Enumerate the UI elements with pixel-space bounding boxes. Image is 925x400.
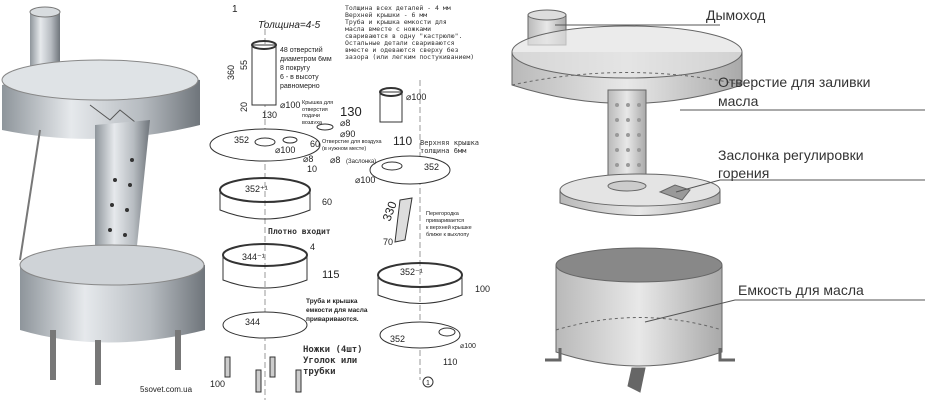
pipe-holes-note: 48 отверстий диаметром 6мм 8 покругу 6 - в… [280, 46, 332, 90]
svg-text:130: 130 [340, 104, 362, 119]
svg-text:толщина 6мм: толщина 6мм [420, 147, 467, 155]
lower-lid [559, 173, 721, 216]
svg-text:70: 70 [383, 237, 393, 247]
svg-text:20: 20 [239, 102, 249, 112]
svg-text:6 - в высоту: 6 - в высоту [280, 74, 319, 81]
svg-text:Труба и крышка емкости для: Труба и крышка емкости для [345, 18, 447, 26]
label-damper-2: горения [718, 165, 769, 181]
svg-text:⌀100: ⌀100 [355, 175, 375, 185]
diagram-labels: Дымоход Отверстие для заливки масла Засл… [706, 7, 870, 298]
svg-text:емкости для масла: емкости для масла [306, 307, 368, 314]
svg-text:8 покругу: 8 покругу [280, 65, 310, 72]
svg-text:115: 115 [322, 269, 340, 281]
sheet-number: 1 [232, 4, 238, 15]
svg-text:⌀90: ⌀90 [340, 129, 355, 139]
svg-text:60: 60 [310, 139, 320, 149]
photo-watermark: 5sovet.com.ua [140, 385, 193, 394]
label-chimney: Дымоход [706, 7, 765, 23]
perforated-pipe [607, 89, 647, 186]
tight-fit-note: Плотно входит [268, 227, 331, 236]
svg-text:Остальные детали свариваются: Остальные детали свариваются [345, 39, 455, 47]
svg-text:равномерно: равномерно [280, 83, 320, 90]
label-filler-hole: Отверстие для заливки [718, 74, 870, 90]
label-oil-tank: Емкость для масла [738, 282, 864, 298]
svg-text:диаметром 6мм: диаметром 6мм [280, 56, 332, 63]
svg-text:⌀100: ⌀100 [280, 100, 300, 110]
svg-text:приваривается: приваривается [426, 218, 464, 224]
svg-text:трубки: трубки [303, 366, 336, 377]
svg-text:55: 55 [239, 60, 249, 70]
stove-photo: 5sovet.com.ua [0, 0, 210, 400]
svg-text:масла вместе с ножками: масла вместе с ножками [345, 25, 431, 33]
thickness-label: Толщина=4-5 [258, 20, 321, 31]
oil-tank [545, 247, 735, 393]
svg-text:100: 100 [475, 284, 490, 294]
svg-text:вместе и одеваются сверху без: вместе и одеваются сверху без [345, 46, 459, 54]
leader-lines [555, 24, 925, 323]
svg-text:352: 352 [234, 135, 249, 145]
svg-text:Толщина всех деталей - 4 мм: Толщина всех деталей - 4 мм [345, 4, 451, 12]
technical-drawing [209, 20, 463, 400]
svg-text:свариваются в одну "кастрюлю".: свариваются в одну "кастрюлю". [345, 32, 462, 40]
svg-text:344: 344 [245, 317, 260, 327]
legs-note: Ножки (4шт)Уголок или трубки [303, 345, 363, 377]
svg-text:Труба и крышка: Труба и крышка [306, 297, 358, 305]
svg-text:зазора (или легким постукивани: зазора (или легким постукиванием) [345, 53, 474, 61]
svg-text:⌀8: ⌀8 [330, 155, 340, 165]
drawing-annotations: 1 Толщина=4-5 Толщина всех деталей - 4 м… [210, 4, 490, 389]
svg-text:110: 110 [393, 134, 412, 148]
svg-text:352⁺¹: 352⁺¹ [245, 184, 268, 194]
svg-text:ближе к выхлопу: ближе к выхлопу [426, 232, 469, 238]
svg-text:352: 352 [424, 162, 439, 172]
svg-text:⌀8: ⌀8 [303, 154, 313, 164]
svg-text:10: 10 [307, 164, 317, 174]
svg-text:48 отверстий: 48 отверстий [280, 46, 323, 54]
svg-text:352⁻¹: 352⁻¹ [400, 267, 423, 277]
weld-note: Труба и крышка емкости для масла приварив… [306, 297, 368, 323]
label-filler-hole-2: масла [718, 93, 759, 109]
svg-text:⌀100: ⌀100 [275, 145, 295, 155]
svg-text:352: 352 [390, 334, 405, 344]
svg-text:⌀100: ⌀100 [460, 343, 476, 350]
svg-text:110: 110 [443, 357, 457, 367]
svg-text:4: 4 [310, 242, 315, 252]
svg-text:330: 330 [380, 199, 400, 223]
upper-chamber [511, 25, 743, 104]
label-damper: Заслонка регулировки [718, 147, 864, 163]
svg-text:⌀100: ⌀100 [406, 92, 426, 102]
svg-text:Ножки (4шт): Ножки (4шт) [303, 345, 363, 355]
svg-text:Уголок или: Уголок или [303, 356, 357, 366]
schematic-diagram [511, 9, 925, 393]
svg-text:Верхняя крышка: Верхняя крышка [420, 139, 479, 147]
photo-air-holes [108, 158, 134, 257]
svg-text:привариваются.: привариваются. [306, 316, 359, 323]
svg-text:60: 60 [322, 197, 332, 207]
svg-text:344⁻¹: 344⁻¹ [242, 252, 265, 262]
svg-text:⌀8: ⌀8 [340, 118, 350, 128]
damper-label: (Заслонка) [346, 159, 376, 165]
damper [658, 184, 691, 201]
svg-text:130: 130 [262, 110, 277, 120]
svg-text:Перегородка: Перегородка [426, 211, 460, 217]
small-labels: Крышка для отверстия подачи воздуха Отве… [302, 100, 382, 165]
svg-text:Верхней крышки - 6 мм: Верхней крышки - 6 мм [345, 11, 427, 19]
filler-cover-label: Крышка для отверстия подачи воздуха [302, 100, 334, 124]
svg-text:к верхней крышке: к верхней крышке [426, 224, 472, 231]
air-hole-label: Отверстие для воздуха (в нужном месте) [322, 139, 382, 152]
dimension-labels: 360 55 20 130 ⌀100 130 ⌀100 ⌀8 ⌀90 352 6… [210, 60, 490, 389]
sheet-number-bottom: 1 [426, 380, 430, 387]
svg-text:100: 100 [210, 379, 225, 389]
svg-text:360: 360 [226, 65, 236, 80]
